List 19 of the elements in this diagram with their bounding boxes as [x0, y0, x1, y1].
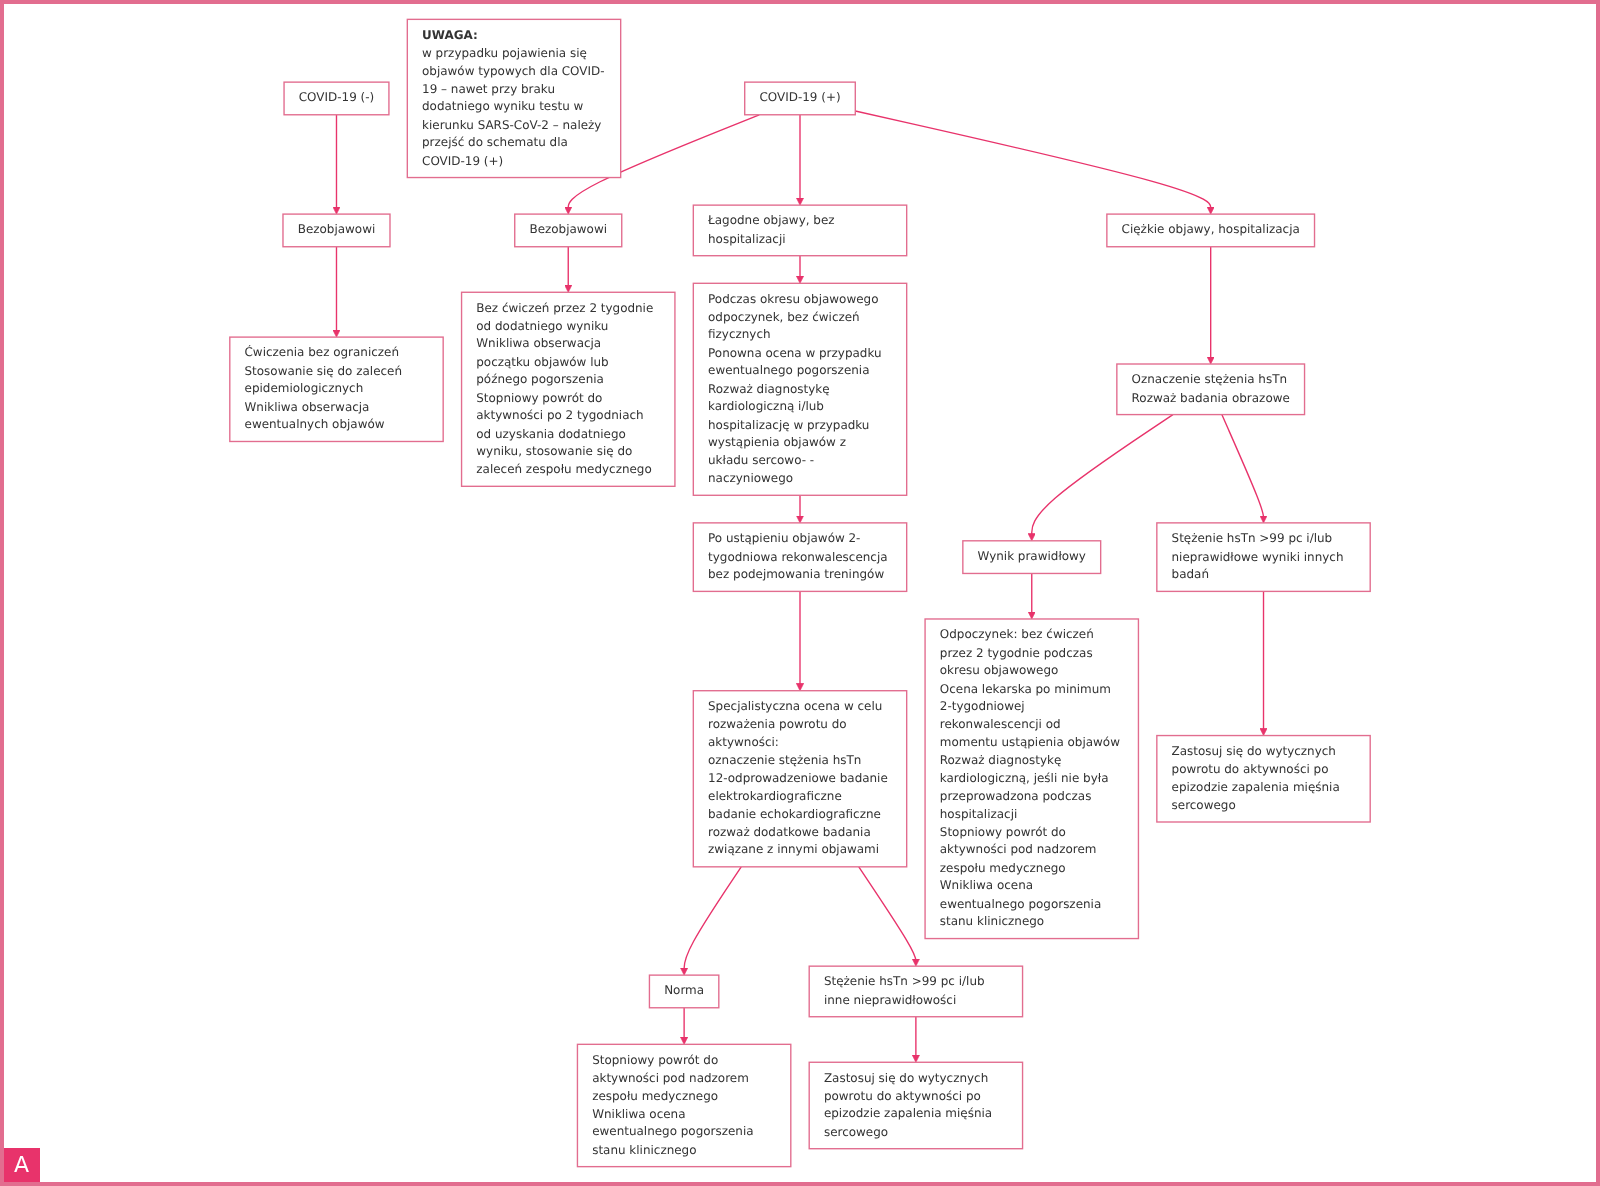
arrow	[1221, 413, 1268, 524]
arrow	[1027, 572, 1036, 620]
arrow	[1206, 246, 1215, 365]
arrow	[680, 866, 742, 976]
arrow	[911, 1016, 920, 1063]
arrow	[564, 114, 760, 215]
arrow	[332, 114, 341, 215]
arrow	[1259, 590, 1268, 736]
arrow	[858, 866, 920, 967]
arrow	[854, 110, 1215, 215]
arrow	[564, 246, 573, 293]
arrow	[1027, 413, 1174, 542]
arrow	[795, 255, 805, 284]
arrow	[795, 590, 805, 692]
arrow	[795, 114, 805, 206]
arrow	[795, 494, 805, 524]
panel-letter: A	[4, 1148, 40, 1182]
arrow	[332, 246, 341, 338]
arrow	[680, 1007, 689, 1045]
